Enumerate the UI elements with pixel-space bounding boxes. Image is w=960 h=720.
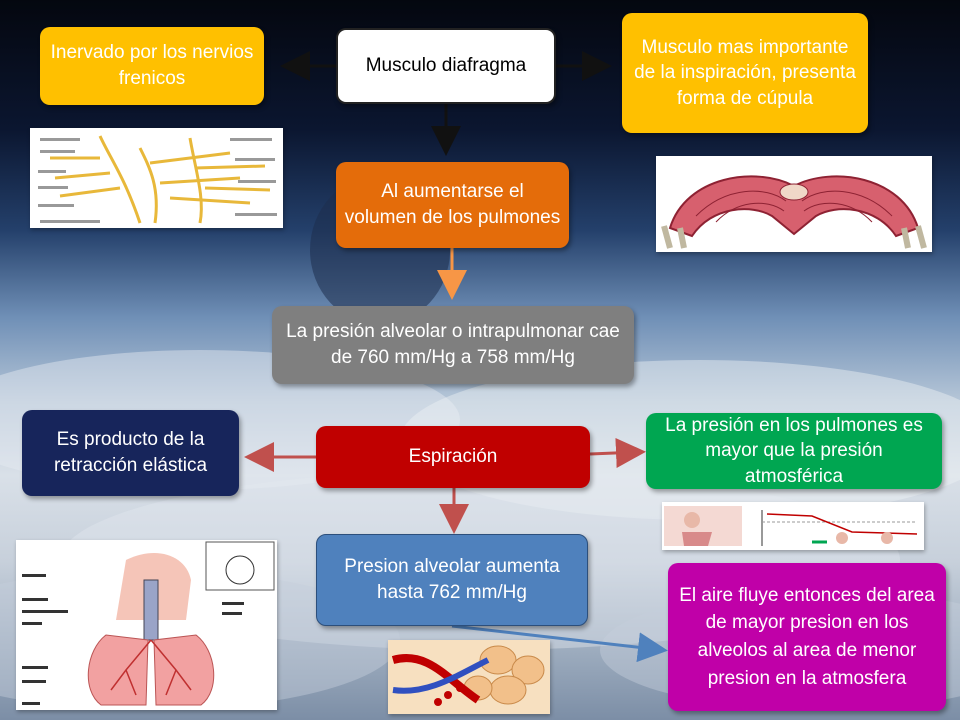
espiracion-text: Espiración (408, 446, 498, 468)
phrenic-nerve-illustration (30, 128, 283, 228)
diaphragm-illustration (656, 156, 932, 252)
retraccion-text: Es producto de la retracción elástica (53, 429, 208, 476)
musculo-importante-box: Musculo mas importante de la inspiración… (622, 13, 868, 133)
presion-alveolar-cae-text: La presión alveolar o intrapulmonar cae … (286, 321, 620, 368)
aumentarse-text: Al aumentarse el volumen de los pulmones (344, 181, 561, 228)
presion-aumenta-text: Presion alveolar aumenta hasta 762 mm/Hg (344, 556, 560, 603)
arrow-espiracion-to-presion-pulmones (589, 437, 646, 468)
pressure-illustration (662, 502, 924, 550)
presion-pulmones-box: La presión en los pulmones es mayor que … (646, 413, 942, 489)
presion-aumenta-box: Presion alveolar aumenta hasta 762 mm/Hg (316, 534, 588, 626)
respiratory-tract-illustration (16, 540, 277, 710)
inervado-text: Inervado por los nervios frenicos (50, 42, 254, 89)
musculo-importante-text: Musculo mas importante de la inspiración… (634, 36, 856, 109)
aumentarse-box: Al aumentarse el volumen de los pulmones (336, 162, 569, 248)
diafragma-text: Musculo diafragma (365, 55, 527, 77)
presion-alveolar-cae-box: La presión alveolar o intrapulmonar cae … (272, 306, 634, 384)
presion-pulmones-text: La presión en los pulmones es mayor que … (665, 414, 923, 487)
inervado-box: Inervado por los nervios frenicos (40, 27, 264, 105)
aire-fluye-box: El aire fluye entonces del area de mayor… (668, 563, 946, 711)
aire-fluye-text: El aire fluye entonces del area de mayor… (679, 584, 935, 689)
retraccion-box: Es producto de la retracción elástica (22, 410, 239, 496)
diafragma-box: Musculo diafragma (336, 28, 556, 104)
alveoli-illustration (388, 640, 550, 714)
espiracion-box: Espiración (316, 426, 590, 488)
